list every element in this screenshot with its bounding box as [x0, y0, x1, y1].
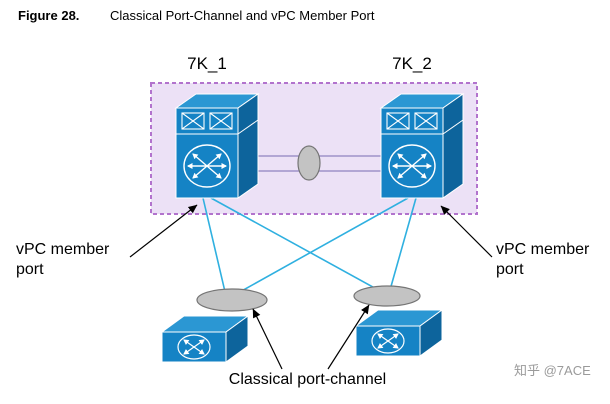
figure-label: Figure 28. — [18, 8, 80, 23]
watermark: 知乎 @7ACE — [514, 363, 591, 378]
classical-port-channel-label: Classical port-channel — [228, 371, 387, 388]
vpc-member-port-label-left: vPC member port — [16, 241, 110, 278]
classical-left-arrow — [252, 308, 283, 370]
peer-link-port-channel-oval — [297, 145, 321, 181]
classical-right-arrow — [327, 304, 370, 370]
vpc-member-links — [202, 197, 417, 297]
switch-7k1-icon — [176, 94, 258, 198]
port-channel-oval-right — [353, 285, 421, 307]
vpc-left-arrow — [129, 204, 198, 258]
access-switch-right-icon — [356, 310, 442, 356]
access-switch-left-icon — [162, 316, 248, 362]
vpc-right-arrow — [440, 205, 493, 258]
figure-title: Classical Port-Channel and vPC Member Po… — [110, 8, 375, 23]
switch-7k2-icon — [381, 94, 463, 198]
annotation-arrows — [129, 204, 493, 370]
switch-7k1-label: 7K_1 — [187, 54, 227, 73]
vpc-member-port-label-right: vPC member port — [496, 241, 590, 278]
port-channel-oval-left — [196, 288, 268, 312]
switch-7k2-label: 7K_2 — [392, 54, 432, 73]
